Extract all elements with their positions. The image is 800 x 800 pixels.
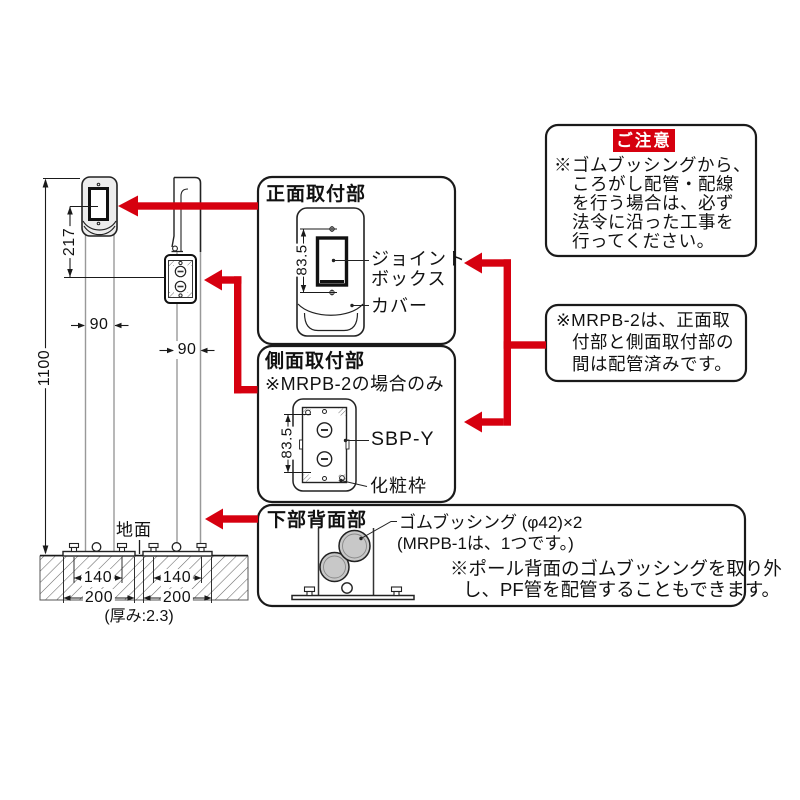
side-mount-subtitle: ※MRPB-2の場合のみ: [265, 374, 445, 394]
dim-200-side: 200: [160, 589, 194, 607]
cover-screw: [172, 245, 178, 252]
caution-line-1: ※ゴムブッシングから、: [554, 155, 751, 175]
arrow-note-to-panels: [464, 252, 546, 433]
anchor-bolt: [390, 586, 403, 593]
caution-badge: ご注意: [613, 130, 675, 152]
frame-label: 化粧枠: [370, 476, 427, 496]
base-plate-rear: [291, 594, 415, 601]
front-mount-drawing: [296, 207, 369, 337]
thickness-note: (厚み:2.3): [104, 608, 174, 626]
bottom-rear-drawing: [291, 521, 415, 601]
piping-note-line-1: ※MRPB-2は、正面取: [556, 310, 731, 330]
arrow-to-side-box: [204, 269, 258, 394]
dim-200-front: 200: [82, 589, 116, 607]
dim-217: 217: [61, 225, 79, 259]
bottom-rear-panel-border: [256, 503, 747, 608]
anchor-bolt: [148, 542, 159, 549]
arrow-to-front-window: [118, 195, 258, 217]
dim-140-side: 140: [160, 569, 194, 587]
base-hole: [171, 542, 182, 552]
caution-line-3: を行う場合は、必ず: [572, 193, 734, 213]
caution-line-2: ころがし配管・配線: [572, 174, 734, 194]
bushing-label-1: ゴムブッシング (φ42)×2: [399, 513, 583, 532]
base-hole: [91, 542, 102, 552]
anchor-bolt: [116, 542, 128, 549]
cover-label: カバー: [371, 296, 428, 316]
anchor-bolt: [68, 542, 80, 549]
bottom-rear-title: 下部背面部: [267, 510, 368, 531]
caution-line-5: 行ってください。: [572, 231, 715, 251]
dim-1100: 1100: [36, 347, 54, 389]
caution-box-border: [544, 123, 758, 258]
piping-note-line-2: 付部と側面取付部の: [572, 332, 734, 352]
bushing-label-2: (MRPB-1は、1つです。): [397, 534, 574, 553]
anchor-bolt: [196, 542, 207, 549]
piping-note-line-3: 間は配管済みです。: [572, 354, 733, 374]
ground-label: 地面: [116, 520, 152, 540]
bottom-rear-note-2: し、PF管を配管することもできます。: [463, 579, 781, 600]
cover-seam: [82, 220, 117, 231]
pole-side-view: [142, 176, 213, 557]
base-plate-front: [62, 550, 136, 557]
rubber-bushing: [338, 529, 371, 563]
front-mount-title: 正面取付部: [266, 184, 367, 205]
caution-line-4: 法令に沿った工事を: [572, 212, 734, 232]
joint-box-label-1: ジョイント: [371, 249, 466, 269]
front-window: [88, 187, 109, 221]
sbp-box: [301, 406, 348, 484]
bottom-rear-note-1: ※ポール背面のゴムブッシングを取り外: [450, 558, 782, 579]
dim-90-front: 90: [87, 316, 111, 334]
red-arrows: [118, 195, 546, 530]
pole-front-view: [62, 176, 136, 557]
side-mount-title: 側面取付部: [265, 351, 366, 372]
dim-140-front: 140: [81, 569, 115, 587]
anchor-bolt: [303, 586, 316, 593]
side-mount-dim-83-5: 83.5: [278, 426, 297, 460]
side-mount-drawing: [284, 398, 369, 492]
arrow-to-pole-bottom: [205, 508, 258, 530]
joint-box-window: [315, 236, 349, 287]
dim-90-side: 90: [175, 341, 199, 359]
front-mount-dim-83-5: 83.5: [293, 243, 312, 277]
drain-hole: [341, 582, 353, 594]
sbp-y-label: SBP-Y: [371, 428, 435, 450]
joint-box-label-2: ボックス: [371, 269, 447, 289]
base-plate-side: [142, 550, 213, 557]
rubber-bushing: [319, 551, 350, 583]
